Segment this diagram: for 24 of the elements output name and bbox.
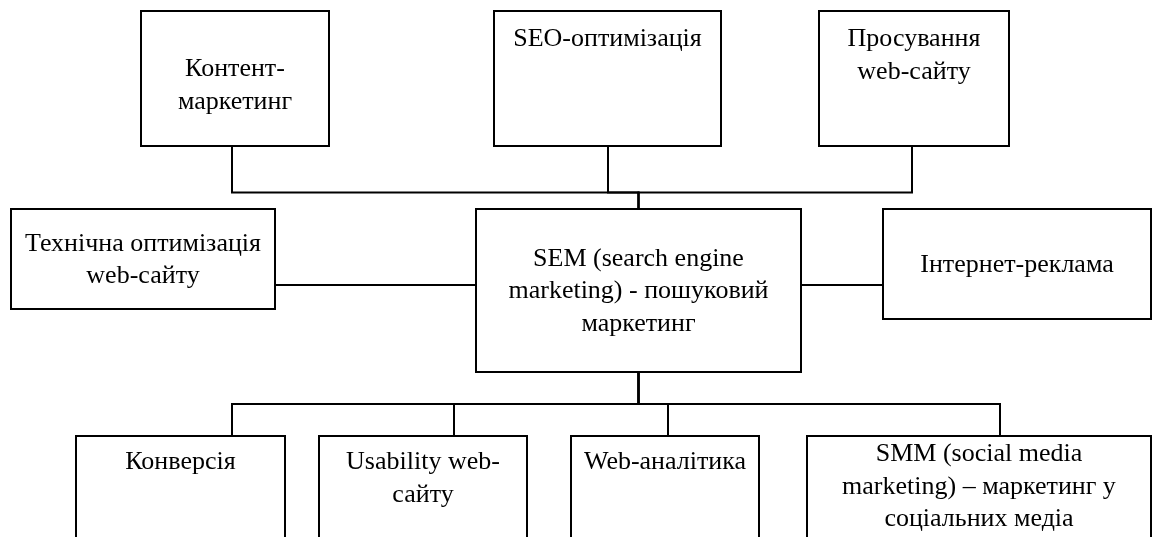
concept-box [570,435,760,537]
concept-box [475,208,802,373]
box-label: SEO-оптимізація [513,22,702,54]
connector-line [801,284,883,286]
box-label: Просування web-сайту [846,22,982,87]
concept-box [140,10,330,147]
concept-box [806,435,1152,537]
concept-box [10,208,276,310]
box-label: Конверсія [125,445,236,477]
concept-box [493,10,722,147]
box-label: Usability web-сайту [345,445,501,510]
connector-line [637,146,913,209]
box-label: Інтернет-реклама [920,247,1114,280]
concept-box [318,435,528,537]
concept-box [818,10,1010,147]
concept-box [75,435,286,537]
box-label: Контент-маркетинг [176,52,294,117]
connector-line [275,284,476,286]
box-label: SMM (social media marketing) – маркетинг у соціальних медіа [841,437,1117,534]
box-label: Технічна оптимізація web-сайту [24,226,262,291]
concept-box [882,208,1152,320]
box-label: Web-аналітика [583,445,747,477]
box-label: SEM (search engine marketing) - пошуковий маркетинг [507,241,770,339]
connector-line [637,372,1001,436]
